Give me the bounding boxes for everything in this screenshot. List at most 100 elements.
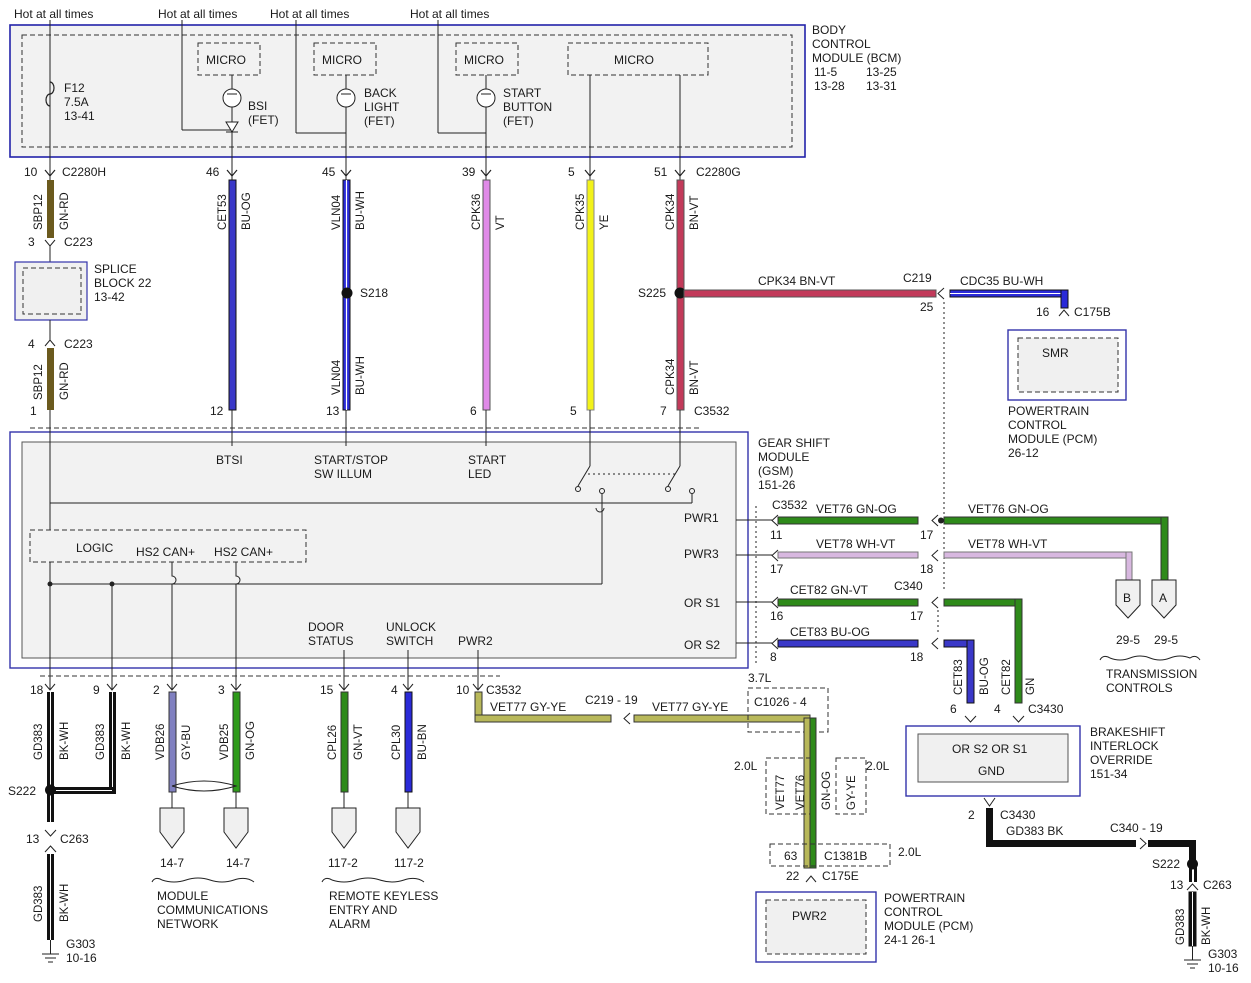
wire-vet77-b [633,714,811,723]
pin-13: 13 [326,404,340,418]
gsm-start-led-2: LED [468,467,492,481]
pin-13b: 13 [26,832,40,846]
pcm-top-ref: 26-12 [1008,446,1039,460]
brakeshift-pins: OR S2 OR S1 [952,742,1028,756]
gsm-pwr3-label: PWR3 [684,547,719,561]
wire-cet83-v-label: CET83 [953,659,965,695]
wire-sbp12-upper [47,180,54,238]
brakeshift-title-1: BRAKESHIFT [1090,725,1166,739]
pin-46: 46 [206,165,220,179]
hs2-can-a-label: HS2 CAN+ [136,545,195,559]
connector-c340: C340 [894,579,923,593]
wire-vet77-a-label: VET77 GY-YE [490,700,566,714]
mcn-ref-b: 14-7 [226,856,250,870]
wire-cpl30 [404,691,413,793]
wire-vdb26 [168,691,177,793]
wire-gd383-a-label: GD383 [33,724,45,760]
mcn-label-1: MODULE [157,889,208,903]
bcm-ref-2: 13-25 [866,65,897,79]
vet-box-2-0l [765,757,811,815]
pin-10: 10 [24,165,38,179]
splice-block-title-2: BLOCK 22 [94,276,152,290]
wire-cet82-right [943,598,1023,607]
pin-11: 11 [770,528,783,542]
wire-cpk34-color: BN-VT [689,196,701,231]
brakeshift-title-2: INTERLOCK [1090,739,1159,753]
wire-gnog-v: GN-OG [821,771,833,810]
micro-box-1 [197,42,261,76]
splice-s222b-label: S222 [1152,857,1180,871]
bcm-title-3: MODULE (BCM) [812,51,901,65]
gsm-title-1: GEAR SHIFT [758,436,831,450]
start-button-label-2: BUTTON [503,100,552,114]
wire-cet53-label: CET53 [217,194,229,230]
connector-c3532-top: C3532 [694,404,730,418]
gsm-title-3: (GSM) [758,464,793,478]
backlight-label-3: (FET) [364,114,395,128]
pcm-top-title-1: POWERTRAIN [1008,404,1089,418]
gsm-unlock-1: UNLOCK [386,620,436,634]
wire-cet82 [777,598,919,607]
micro-label-3: MICRO [464,53,504,67]
mcn-label-3: NETWORK [157,917,218,931]
wire-gd383-c-label: GD383 [33,886,45,922]
wire-vdb25-color: GN-OG [245,721,257,760]
wire-vdb25 [232,691,241,793]
wire-vet77-v: VET77 [775,775,787,810]
wire-gd383-c-color: BK-WH [59,884,71,922]
pcm-top-title-3: MODULE (PCM) [1008,432,1097,446]
pin-16b: 16 [770,609,784,623]
logic-label: LOGIC [76,541,114,555]
wire-vet77-b-label: VET77 GY-YE [652,700,728,714]
wire-vet78-b [943,551,1133,559]
bcm-ref-4: 13-31 [866,79,897,93]
wire-cet83-v-color: BU-OG [979,657,991,695]
smr-box [1017,337,1119,393]
connector-c175b: C175B [1074,305,1111,319]
wire-vet77-a [474,714,612,723]
bsi-fet-icon [222,88,242,108]
connector-c223-upper: C223 [64,235,93,249]
rke-plug-1 [331,807,357,849]
ground-icon-right [1184,946,1201,969]
micro-box-2 [313,42,377,76]
gsm-pwr2-label: PWR2 [458,634,493,648]
twisted-pair-icon [171,780,238,792]
ground-g303b: G303 [1208,947,1238,961]
rke-label-3: ALARM [329,917,370,931]
pin-15: 15 [320,683,334,697]
pin-18b: 18 [910,650,924,664]
pin-63: 63 [784,849,798,863]
rke-label-2: ENTRY AND [329,903,398,917]
gsm-start-stop-1: START/STOP [314,453,388,467]
brakeshift-title-3: OVERRIDE [1090,753,1153,767]
pin-2: 2 [153,683,160,697]
trans-plug-b-label: B [1123,591,1131,605]
trans-ref-a: 29-5 [1154,633,1178,647]
wire-cet83-label: CET83 BU-OG [790,625,870,639]
pin-12: 12 [210,404,224,418]
pin-9: 9 [93,683,100,697]
bsi-label-1: BSI [248,99,267,113]
hs2-can-b-label: HS2 CAN+ [214,545,273,559]
trans-plug-b [1115,579,1141,619]
gyye-box-2-0l [835,757,867,815]
splice-s225-dot [674,287,686,299]
pin-13c: 13 [1170,878,1184,892]
mcn-label-2: COMMUNICATIONS [157,903,268,917]
start-button-fet-icon [476,88,496,108]
wire-cpk36-color: VT [495,215,507,230]
wire-cpl26-color: GN-VT [353,724,365,760]
wire-cet82-down [1014,598,1023,704]
bcm-ref-1: 11-5 [814,65,837,79]
wire-cpl30-label: CPL30 [391,725,403,760]
wire-vdb26-color: GY-BU [181,725,193,760]
c2280-arrows [44,169,686,177]
wire-vet76-a-label: VET76 GN-OG [816,502,897,516]
backlight-label-2: LIGHT [364,100,400,114]
connector-c3430-bottom: C3430 [1000,808,1036,822]
wire-cpk36 [482,179,491,411]
gsm-start-stop-2: SW ILLUM [314,467,372,481]
wire-sbp12-color: GN-RD [59,192,71,230]
